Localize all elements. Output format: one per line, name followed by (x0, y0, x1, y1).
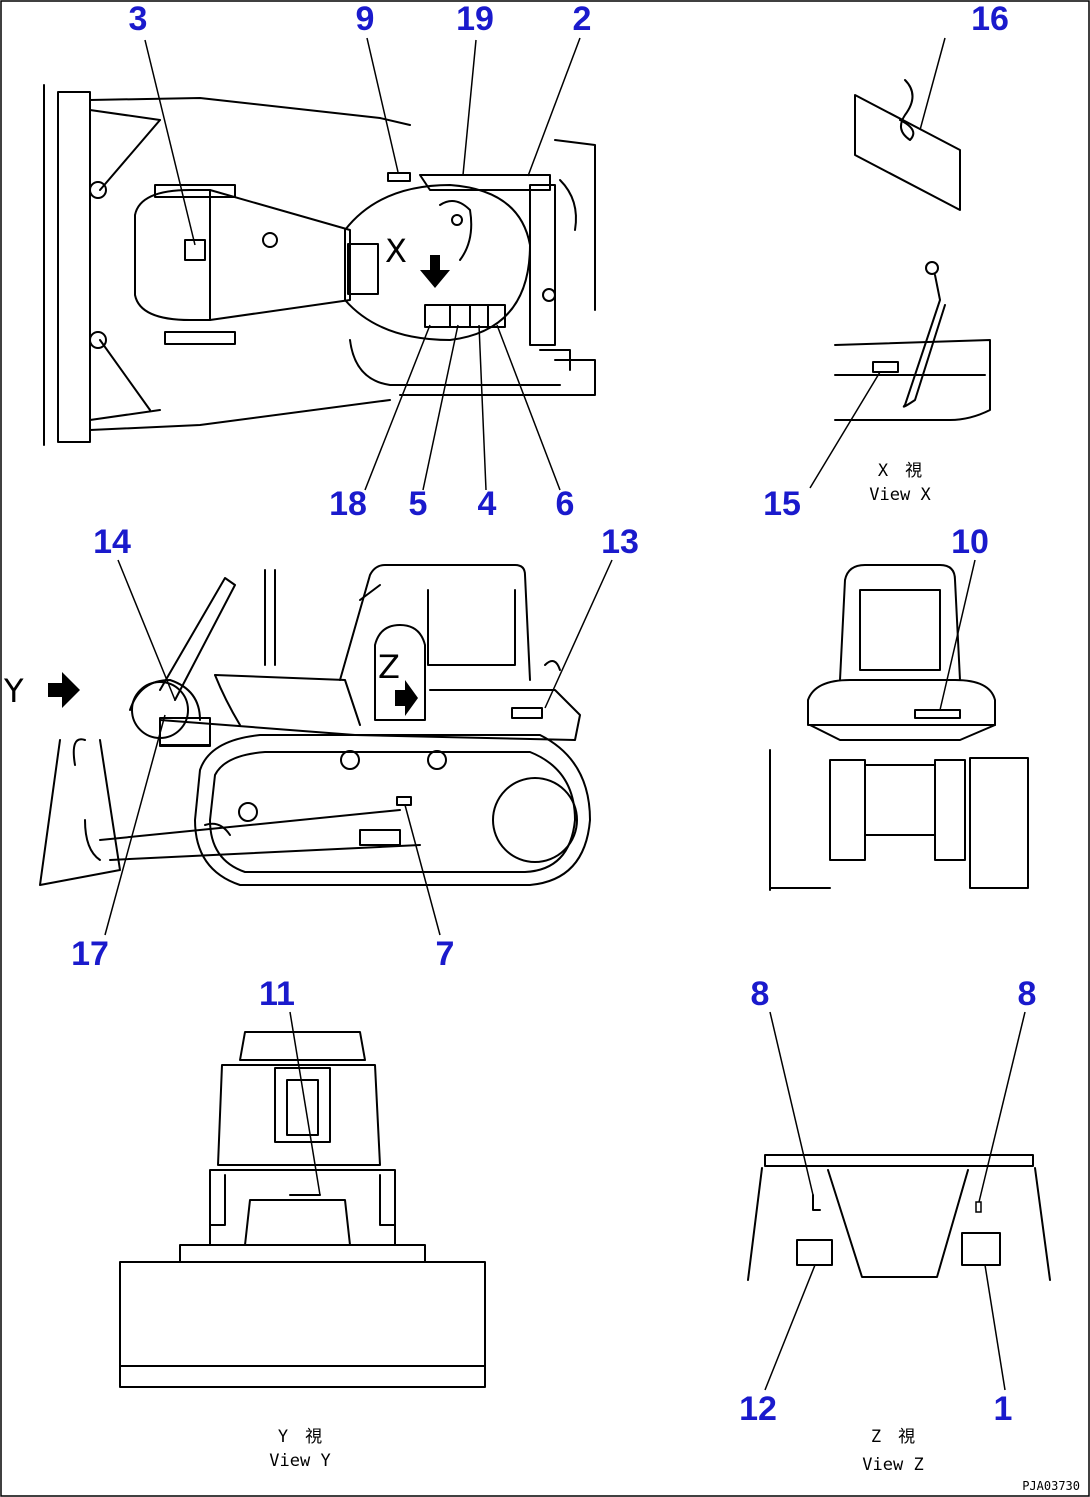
callout-19: 19 (456, 0, 494, 38)
view-z-drawing (747, 1154, 1051, 1281)
rear-view-drawing (769, 564, 1029, 891)
view-y-label-jp: Y 視 (278, 1427, 322, 1447)
side-view-drawing (39, 564, 591, 886)
view-marker-z: Z (378, 648, 400, 686)
callout-3: 3 (129, 0, 148, 38)
view-x-label: View X (869, 485, 931, 505)
callout-17: 17 (71, 935, 109, 973)
callout-13: 13 (601, 523, 639, 561)
view-y-arrow (48, 672, 80, 708)
top-view-drawing (43, 84, 596, 446)
view-marker-x: X (385, 232, 407, 270)
view-z-label-jp: Z 視 (871, 1427, 915, 1447)
decal-tag-drawing (854, 79, 961, 211)
callout-2: 2 (573, 0, 592, 38)
callout-10: 10 (951, 523, 989, 561)
callout-8-right: 8 (1018, 975, 1037, 1013)
callout-14: 14 (93, 523, 131, 561)
view-x-drawing (834, 261, 991, 421)
view-x-label-jp: X 視 (878, 461, 922, 481)
leader-lines (104, 37, 1026, 1391)
callout-12: 12 (739, 1390, 777, 1428)
drawing-code: PJA03730 (1022, 1479, 1080, 1493)
callout-9: 9 (356, 0, 375, 38)
callout-6: 6 (556, 485, 575, 523)
view-y-label: View Y (269, 1451, 330, 1471)
callout-16: 16 (971, 0, 1009, 38)
callout-5: 5 (409, 485, 428, 523)
callout-4: 4 (478, 485, 497, 523)
callout-1: 1 (994, 1390, 1013, 1428)
callout-18: 18 (329, 485, 367, 523)
view-z-label: View Z (862, 1455, 923, 1475)
callout-7: 7 (436, 935, 455, 973)
view-marker-y: Y (3, 672, 24, 710)
view-y-drawing (119, 1031, 486, 1388)
callout-11: 11 (259, 975, 295, 1013)
callout-8-left: 8 (751, 975, 770, 1013)
callout-15: 15 (763, 485, 801, 523)
